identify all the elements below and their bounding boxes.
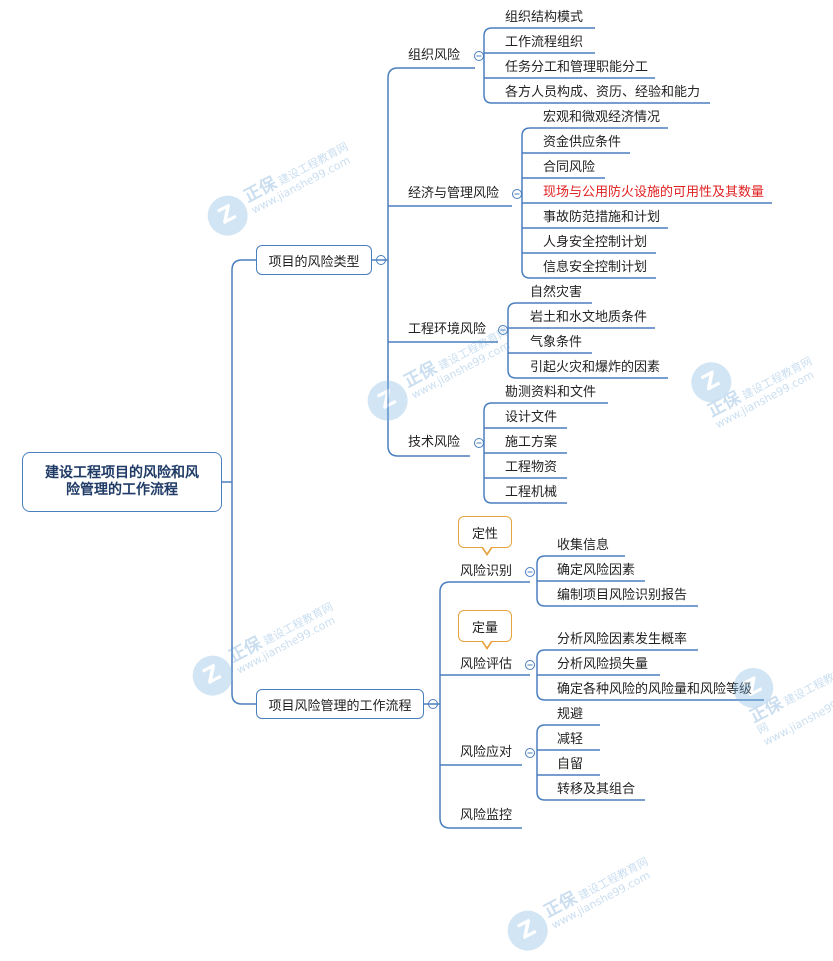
topic-environment-risk[interactable]: 工程环境风险 [408, 322, 487, 337]
branch-link [439, 581, 530, 593]
topic-technical-risk[interactable]: 技术风险 [408, 435, 461, 450]
leaf-underline [521, 127, 668, 137]
leaf-economic[interactable]: 宏观和微观经济情况 [543, 110, 661, 125]
topic-organization-risk[interactable]: 组织风险 [408, 48, 461, 63]
leaf-identification[interactable]: 确定风险因素 [557, 563, 636, 578]
leaf-assessment[interactable]: 分析风险因素发生概率 [557, 632, 688, 647]
root-topic[interactable]: 建设工程项目的风险和风险管理的工作流程 [22, 452, 222, 512]
leaf-technical[interactable]: 设计文件 [505, 410, 558, 425]
branch-risk-types[interactable]: 项目的风险类型 [256, 245, 372, 275]
leaf-identification[interactable]: 编制项目风险识别报告 [557, 588, 688, 603]
leaf-technical[interactable]: 施工方案 [505, 435, 558, 450]
leaf-organization[interactable]: 组织结构模式 [505, 10, 584, 25]
leaf-underline [507, 302, 592, 312]
root-link [231, 693, 256, 705]
leaf-economic[interactable]: 资金供应条件 [543, 135, 622, 150]
leaf-assessment[interactable]: 确定各种风险的风险量和风险等级 [557, 682, 753, 697]
callout-qualitative: 定性 [458, 516, 512, 556]
callout-quantitative-text: 定量 [471, 620, 498, 636]
leaf-underline [483, 494, 567, 504]
leaf-underline [536, 724, 600, 734]
leaf-organization[interactable]: 工作流程组织 [505, 35, 584, 50]
branch-link [387, 445, 470, 457]
leaf-underline [536, 555, 625, 565]
leaf-response[interactable]: 减轻 [557, 732, 584, 747]
branch-link [387, 67, 475, 79]
leaf-environment[interactable]: 气象条件 [530, 335, 583, 350]
leaf-response[interactable]: 规避 [557, 707, 584, 722]
leaf-assessment[interactable]: 分析风险损失量 [557, 657, 649, 672]
leaf-underline [483, 27, 595, 37]
leaf-underline [483, 402, 608, 412]
leaf-environment[interactable]: 岩土和水文地质条件 [530, 310, 648, 325]
leaf-economic[interactable]: 事故防范措施和计划 [543, 210, 661, 225]
leaf-identification[interactable]: 收集信息 [557, 538, 610, 553]
leaf-underline [536, 691, 764, 701]
leaf-environment[interactable]: 引起火灾和爆炸的因素 [530, 360, 661, 375]
leaf-underline [507, 369, 668, 379]
leaf-underline [536, 649, 698, 659]
leaf-economic-highlighted[interactable]: 现场与公用防火设施的可用性及其数量 [543, 185, 765, 200]
leaf-environment[interactable]: 自然灾害 [530, 285, 583, 300]
root-link [231, 259, 256, 271]
leaf-underline [521, 269, 656, 279]
leaf-technical[interactable]: 勘测资料和文件 [505, 385, 597, 400]
leaf-underline [483, 94, 710, 104]
leaf-economic[interactable]: 人身安全控制计划 [543, 235, 648, 250]
leaf-response[interactable]: 转移及其组合 [557, 782, 636, 797]
leaf-organization[interactable]: 各方人员构成、资历、经验和能力 [505, 85, 701, 100]
branch-risk-process[interactable]: 项目风险管理的工作流程 [256, 689, 424, 719]
leaf-organization[interactable]: 任务分工和管理职能分工 [505, 60, 649, 75]
leaf-response[interactable]: 自留 [557, 757, 584, 772]
branch-link [439, 817, 522, 829]
callout-qualitative-text: 定性 [471, 526, 498, 542]
leaf-technical[interactable]: 工程物资 [505, 460, 558, 475]
leaf-economic[interactable]: 信息安全控制计划 [543, 260, 648, 275]
topic-risk-identification[interactable]: 风险识别 [460, 564, 513, 579]
leaf-technical[interactable]: 工程机械 [505, 485, 558, 500]
leaf-economic[interactable]: 合同风险 [543, 160, 596, 175]
topic-risk-response[interactable]: 风险应对 [460, 745, 513, 760]
topic-economic-risk[interactable]: 经济与管理风险 [408, 186, 500, 201]
leaf-underline [536, 597, 698, 607]
topic-risk-monitoring[interactable]: 风险监控 [460, 808, 513, 823]
topic-risk-assessment[interactable]: 风险评估 [460, 657, 513, 672]
leaf-underline [536, 791, 645, 801]
callout-quantitative: 定量 [458, 610, 512, 650]
